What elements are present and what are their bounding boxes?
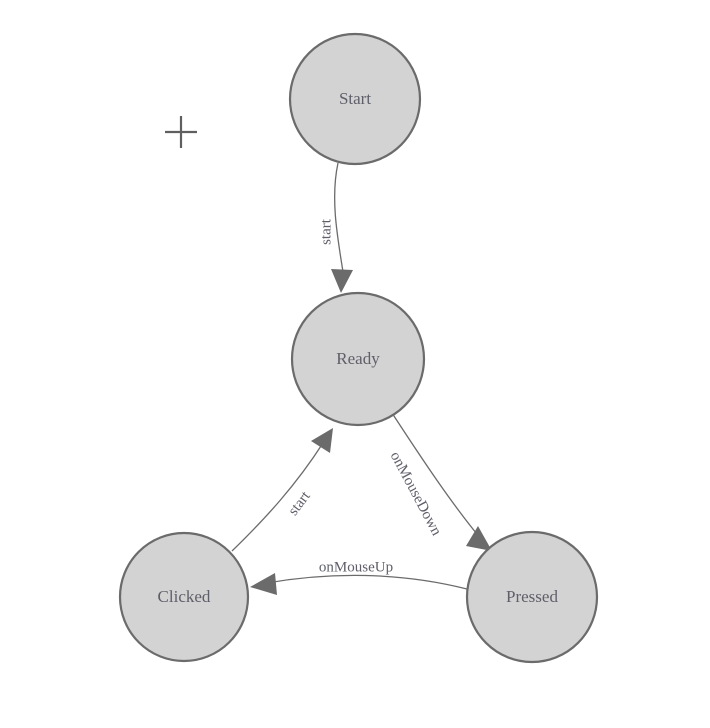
edge-label-ready-to-pressed: onMouseDown [387,449,445,539]
edge-clicked-to-ready[interactable]: start [231,428,333,552]
node-clicked[interactable]: Clicked [118,531,250,663]
edge-pressed-to-clicked[interactable]: onMouseUp [250,559,468,595]
arrowhead-clicked-to-ready [311,428,333,453]
arrowhead-start-to-ready [331,269,353,293]
node-pressed[interactable]: Pressed [465,530,599,664]
node-circle-clicked[interactable] [118,531,250,663]
edge-line-ready-to-pressed [391,412,482,540]
arrowhead-ready-to-pressed [466,526,492,551]
node-circle-start[interactable] [288,32,422,166]
node-circle-pressed[interactable] [465,530,599,664]
edge-line-clicked-to-ready [231,442,324,552]
node-ready[interactable]: Ready [290,291,426,427]
node-start[interactable]: Start [288,32,422,166]
edge-label-clicked-to-ready: start [285,488,314,519]
edge-line-start-to-ready [334,162,345,279]
edge-start-to-ready[interactable]: start [318,162,353,293]
arrowhead-pressed-to-clicked [250,573,277,595]
edge-label-pressed-to-clicked: onMouseUp [319,559,393,575]
edge-label-start-to-ready: start [318,218,334,245]
node-circle-ready[interactable] [290,291,426,427]
edge-ready-to-pressed[interactable]: onMouseDown [387,412,492,551]
crosshair-marker-group [165,116,197,148]
edge-line-pressed-to-clicked [266,574,468,590]
